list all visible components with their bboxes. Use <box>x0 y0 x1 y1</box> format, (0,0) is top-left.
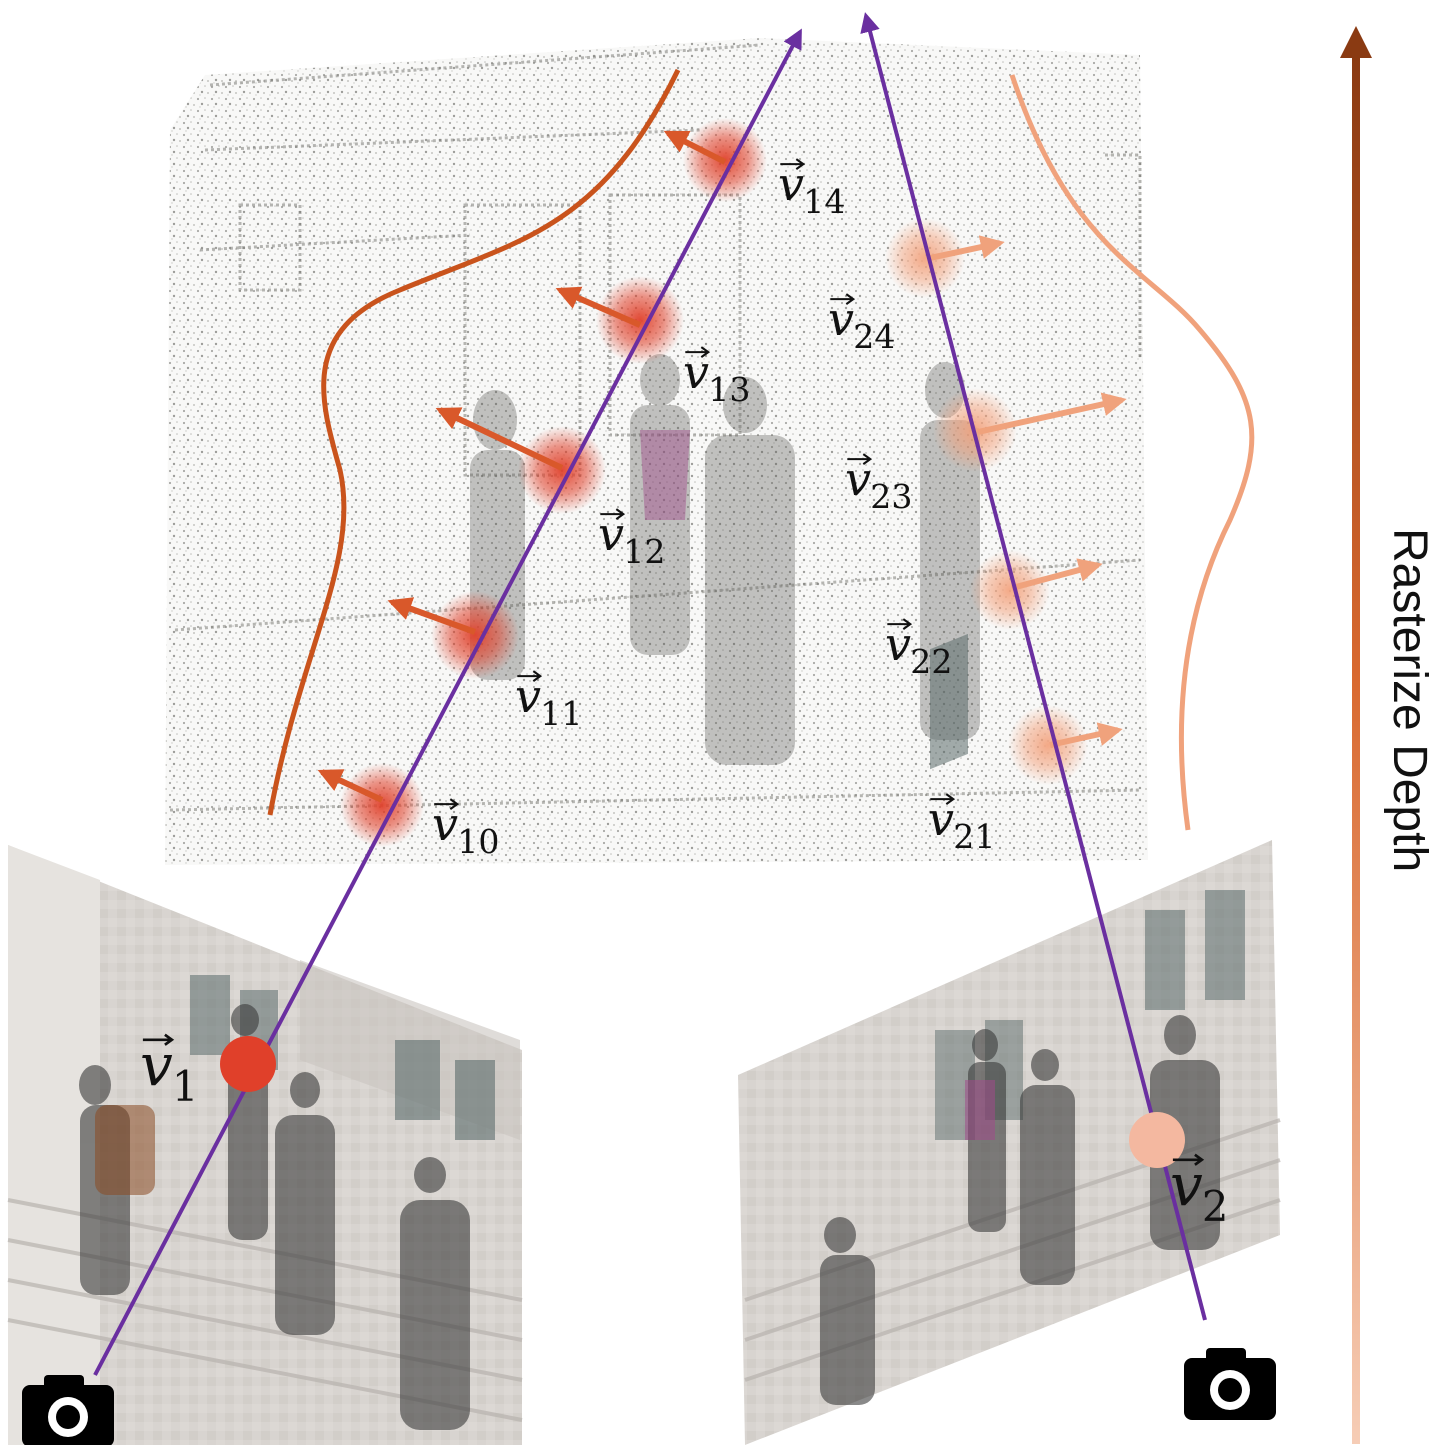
pixel-point-v1 <box>220 1036 276 1092</box>
label-v1-text: v <box>140 1031 173 1099</box>
label-v24-text: v <box>828 292 854 346</box>
ray1-gaussians <box>317 118 767 847</box>
label-v1-subscript: 1 <box>172 1062 199 1111</box>
label-v23-text: v <box>845 452 871 506</box>
image-plane-1 <box>7 845 523 1445</box>
label-v12-subscript: 12 <box>623 532 665 571</box>
gaussian-v13 <box>596 276 684 364</box>
label-v22-arrow <box>887 618 913 630</box>
axis-label: Rasterize Depth <box>1383 528 1436 872</box>
pixel-point-v2 <box>1129 1112 1185 1168</box>
gaussian-v12 <box>518 426 606 514</box>
label-v11-arrow <box>517 670 543 682</box>
gaussian-v21 <box>1008 705 1088 785</box>
normal-arrow-v10 <box>317 769 384 803</box>
normal-arrow-v24 <box>929 235 1005 261</box>
camera-ray-1 <box>93 28 802 1376</box>
label-v13-subscript: 13 <box>708 370 750 409</box>
normal-arrow-v22 <box>1011 558 1103 591</box>
label-v12-text: v <box>598 507 624 561</box>
ray2-gaussians <box>885 218 1127 785</box>
label-v24-arrow <box>830 293 856 305</box>
label-v22-subscript: 22 <box>910 642 952 681</box>
label-v12-arrow <box>600 508 626 520</box>
normal-arrow-v12 <box>435 407 564 471</box>
label-v11-text: v <box>515 669 541 723</box>
label-v23-arrow <box>847 453 873 465</box>
rasterize-depth-axis: Rasterize Depth <box>1340 26 1436 1444</box>
label-v13-text: v <box>683 345 709 399</box>
label-v2-subscript: 2 <box>1202 1182 1229 1231</box>
label-v21-text: v <box>928 792 954 846</box>
normal-arrow-v14 <box>663 130 727 165</box>
label-v2-text: v <box>1170 1151 1203 1219</box>
gaussian-v22 <box>970 550 1050 630</box>
image-plane-2 <box>738 633 1281 1445</box>
label-v10-arrow <box>434 798 460 810</box>
ray1-gaussian-curve <box>267 68 681 816</box>
label-v13-arrow <box>685 346 711 358</box>
normal-arrow-v13 <box>555 286 642 328</box>
ray2-gaussian-curve <box>1009 74 1255 831</box>
label-v21-arrow <box>930 793 956 805</box>
camera-icon <box>22 1375 114 1445</box>
normal-arrow-v23 <box>977 392 1127 435</box>
label-v14-subscript: 14 <box>803 182 845 221</box>
label-v23-subscript: 23 <box>870 477 912 516</box>
label-v2-arrow <box>1172 1153 1205 1166</box>
label-v21-subscript: 21 <box>953 817 995 856</box>
label-v22-text: v <box>885 617 911 671</box>
normal-arrow-v11 <box>387 597 477 635</box>
label-v1-arrow <box>142 1033 175 1046</box>
label-v14-text: v <box>778 157 804 211</box>
camera-ray-2 <box>860 12 1207 1321</box>
camera-icon <box>1184 1348 1276 1420</box>
gaussian-v11 <box>431 591 519 679</box>
label-v11-subscript: 11 <box>540 694 582 733</box>
gaussian-v24 <box>885 218 965 298</box>
normal-arrow-v21 <box>1049 722 1123 748</box>
label-v24-subscript: 24 <box>853 317 895 356</box>
label-v10-subscript: 10 <box>457 822 499 861</box>
label-v10-text: v <box>432 797 458 851</box>
label-v14-arrow <box>780 158 806 170</box>
